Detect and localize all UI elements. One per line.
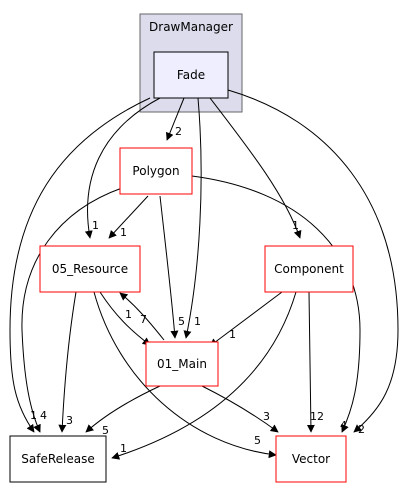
edge-label-resource-main: 7	[140, 313, 147, 326]
node-05-resource[interactable]: 05_Resource	[39, 245, 141, 293]
node-fade-box[interactable]	[153, 51, 229, 99]
edge-fade-component[interactable]	[209, 97, 302, 239]
edge-label-polygon-main: 5	[178, 315, 185, 328]
edge-label-main-resource: 1	[125, 308, 132, 321]
edge-polygon-vector[interactable]	[191, 175, 361, 433]
edge-polygon-resource[interactable]	[108, 195, 149, 239]
edge-label-fade-resource: 1	[92, 219, 99, 232]
edge-label-main-saferelease: 5	[102, 424, 109, 437]
edge-fade-resource[interactable]	[84, 97, 161, 239]
edge-resource-vector[interactable]	[93, 291, 277, 459]
node-01-main-box[interactable]	[145, 341, 219, 387]
edge-label-fade-polygon: 2	[175, 125, 182, 138]
edge-labels: 2 1 1 1 1 2 1 5 4 4 7 1 3 5 1 12 1 5 3	[30, 125, 365, 455]
edge-fade-polygon[interactable]	[165, 97, 185, 141]
node-polygon-box[interactable]	[119, 147, 193, 195]
edge-label-resource-vector: 5	[254, 434, 261, 447]
cluster-label: DrawManager	[149, 20, 233, 34]
edge-resource-saferelease[interactable]	[58, 291, 77, 433]
node-saferelease-box[interactable]	[9, 435, 107, 483]
node-component-box[interactable]	[264, 245, 354, 293]
edge-label-component-main: 1	[229, 328, 236, 341]
node-01-main[interactable]: 01_Main	[145, 341, 219, 387]
node-05-resource-box[interactable]	[39, 245, 141, 293]
node-01-main-label: 01_Main	[157, 357, 207, 371]
node-fade[interactable]: Fade	[153, 51, 229, 99]
edge-label-resource-saferelease: 3	[66, 414, 73, 427]
edge-main-saferelease[interactable]	[85, 385, 161, 433]
edge-polygon-saferelease[interactable]	[21, 187, 123, 433]
node-component-label: Component	[274, 262, 344, 276]
edge-label-fade-main: 1	[194, 315, 201, 328]
node-05-resource-label: 05_Resource	[52, 262, 128, 276]
edge-label-component-saferelease: 1	[120, 442, 127, 455]
node-saferelease-label: SafeRelease	[21, 452, 94, 466]
edge-label-main-vector: 3	[263, 410, 270, 423]
node-saferelease[interactable]: SafeRelease	[9, 435, 107, 483]
edge-main-vector[interactable]	[201, 385, 279, 433]
edge-label-fade-saferelease: 1	[30, 409, 37, 422]
edges	[9, 89, 399, 460]
edge-polygon-main[interactable]	[159, 195, 179, 339]
node-fade-label: Fade	[177, 68, 205, 82]
edge-label-fade-component: 1	[292, 219, 299, 232]
edge-label-fade-vector: 2	[358, 423, 365, 436]
edge-label-polygon-vector: 4	[340, 419, 347, 432]
edge-fade-vector[interactable]	[227, 89, 399, 433]
node-polygon-label: Polygon	[132, 164, 179, 178]
node-vector-label: Vector	[292, 452, 330, 466]
edge-fade-saferelease[interactable]	[9, 97, 151, 433]
edge-component-vector[interactable]	[306, 291, 315, 433]
node-vector[interactable]: Vector	[275, 435, 347, 483]
edge-label-component-vector: 12	[310, 410, 324, 423]
edge-fade-main[interactable]	[183, 97, 202, 339]
edge-label-polygon-resource: 1	[120, 226, 127, 239]
edge-component-saferelease[interactable]	[111, 291, 297, 460]
edge-component-main[interactable]	[209, 291, 283, 347]
edge-label-polygon-saferelease: 4	[40, 409, 47, 422]
node-component[interactable]: Component	[264, 245, 354, 293]
edge-main-resource[interactable]	[119, 292, 165, 341]
node-vector-box[interactable]	[275, 435, 347, 483]
edge-resource-main[interactable]	[99, 291, 151, 346]
node-polygon[interactable]: Polygon	[119, 147, 193, 195]
